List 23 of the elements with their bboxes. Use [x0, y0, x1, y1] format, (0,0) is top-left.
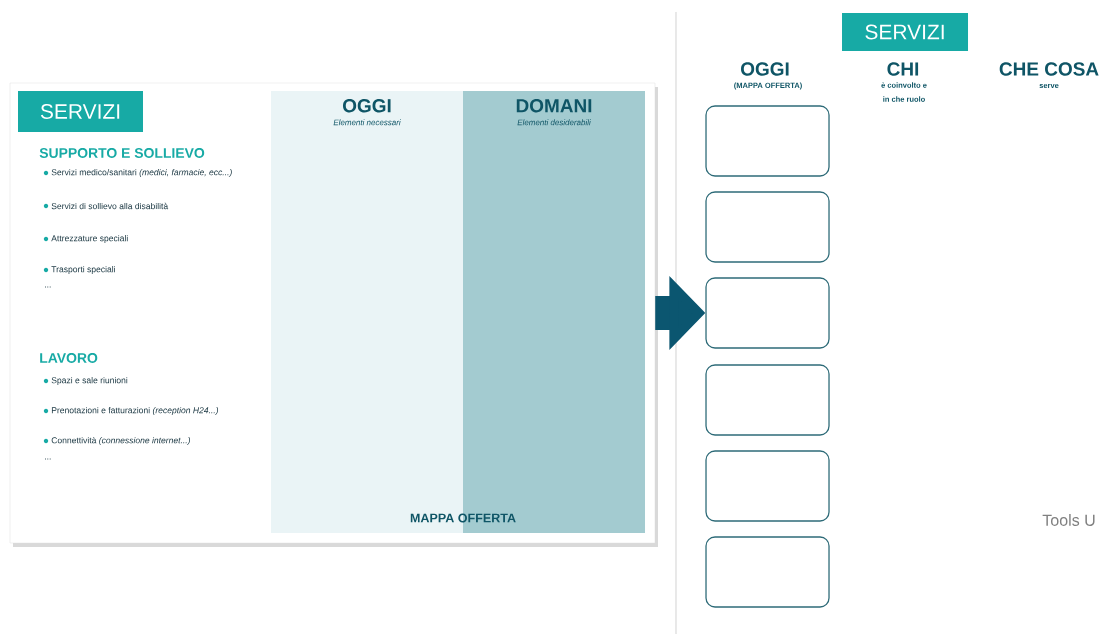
empty-box: [705, 191, 830, 263]
empty-box: [705, 450, 830, 522]
ellipsis: ...: [45, 458, 51, 460]
empty-box: [705, 105, 830, 177]
column-heading: OGGI: [741, 62, 789, 76]
ellipsis: ...: [45, 286, 51, 288]
bullet-item: Trasporti speciali: [43, 266, 115, 274]
section-heading: LAVORO: [40, 353, 98, 363]
bullet-item: Servizi medico/sanitari (medici, farmacie, ecc...): [43, 169, 232, 177]
footer-label: MAPPA OFFERTA: [410, 513, 516, 523]
empty-box: [705, 364, 830, 436]
bullet-item: Attrezzature speciali: [43, 235, 128, 243]
title-banner: SERVIZI: [18, 91, 143, 132]
empty-box: [705, 277, 830, 349]
bullet-item: Prenotazioni e fatturazioni (reception H24...): [43, 407, 219, 415]
title-banner: SERVIZI: [842, 13, 968, 51]
column-heading: CHE COSA: [999, 62, 1099, 76]
side-note: Tools U: [1042, 514, 1095, 526]
empty-box: [705, 536, 830, 608]
bullet-item: Connettività (connessione internet...): [43, 437, 190, 446]
bullet-item: Spazi e sale riunioni: [43, 377, 128, 385]
bullet-item: Servizi di sollievo alla disabilità: [43, 202, 169, 210]
section-heading: SUPPORTO E SOLLIEVO: [39, 148, 205, 158]
